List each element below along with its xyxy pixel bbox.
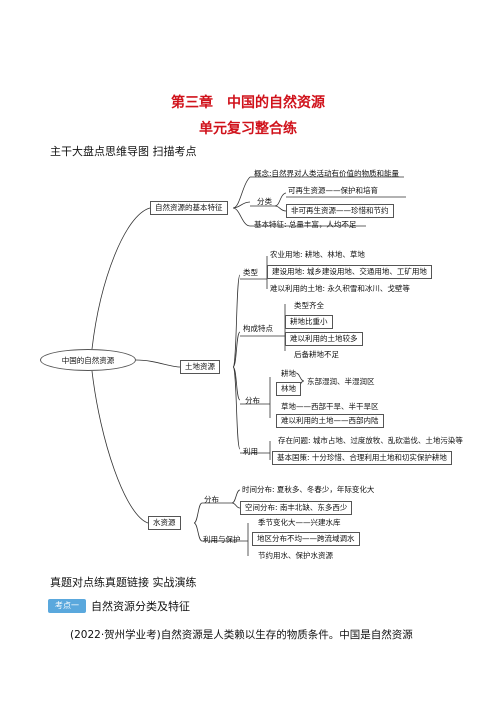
practice-heading: 真题对点练真题链接 实战演练 [50, 576, 197, 589]
land-struct-3: 难以利用的土地较多 [285, 332, 363, 346]
water-protect-1: 季节变化大——兴建水库 [258, 518, 341, 527]
land-struct-4: 后备耕地不足 [294, 350, 339, 359]
land-use-label: 利用 [243, 447, 258, 456]
land-use-policy: 基本国策: 十分珍惜、合理利用土地和切实保护耕地 [272, 451, 452, 465]
land-use-problems: 存在问题: 城市占地、过度放牧、乱砍滥伐、土地污染等 [278, 436, 463, 445]
section-subtitle: 单元复习整合练 [199, 121, 297, 137]
water-use-label: 利用与保护 [203, 535, 241, 544]
land-struct-label: 构成特点 [243, 324, 273, 333]
question-paragraph: (2022·贺州学业考)自然资源是人类赖以生存的物质条件。中国是自然资源 [70, 629, 413, 641]
concept-text: 概念:自然界对人类活动有价值的物质和能量 [254, 169, 400, 178]
land-dist-farm: 耕地 [281, 369, 296, 378]
chapter-title: 第三章 中国的自然资源 [171, 95, 325, 111]
land-dist-unusable: 难以利用的土地——西部内陆 [276, 414, 384, 428]
water-space-dist: 空间分布: 南丰北缺、东多西少 [240, 501, 353, 515]
classify-label: 分类 [257, 197, 272, 206]
land-struct-2: 耕地比重小 [285, 315, 333, 329]
land-type-label: 类型 [243, 268, 258, 277]
water-protect-3: 节约用水、保护水资源 [258, 551, 333, 560]
point-title: 自然资源分类及特征 [91, 600, 190, 613]
nonrenewable-box: 非可再生资源——珍惜和节约 [286, 204, 394, 218]
land-dist-grass: 草地——西部干旱、半干旱区 [281, 402, 379, 411]
renewable-text: 可再生资源——保护和培育 [288, 186, 378, 195]
land-type-unusable: 难以利用的土地: 永久积雪和冰川、戈壁等 [270, 284, 410, 293]
land-type-construction: 建设用地: 城乡建设用地、交通用地、工矿用地 [267, 265, 432, 279]
branch-water-resources: 水资源 [148, 516, 181, 530]
mindmap-root: 中国的自然资源 [40, 349, 136, 371]
mindmap-heading: 主干大盘点思维导图 扫描考点 [50, 145, 197, 158]
point-badge: 考点一 [48, 599, 86, 613]
water-time-dist: 时间分布: 夏秋多、冬春少，年际变化大 [242, 485, 375, 494]
land-dist-east: 东部湿润、半湿润区 [307, 377, 375, 386]
basic-feature-text: 基本特征: 总量丰富，人均不足 [254, 220, 357, 229]
branch-basic-features: 自然资源的基本特征 [150, 201, 228, 215]
water-protect-2: 地区分布不均——跨流域调水 [252, 532, 360, 546]
water-dist-label: 分布 [204, 495, 219, 504]
branch-land-resources: 土地资源 [180, 360, 220, 374]
land-struct-1: 类型齐全 [294, 301, 324, 310]
land-dist-forest: 林地 [276, 382, 301, 396]
land-type-agri: 农业用地: 耕地、林地、草地 [270, 250, 365, 259]
land-dist-label: 分布 [245, 396, 260, 405]
